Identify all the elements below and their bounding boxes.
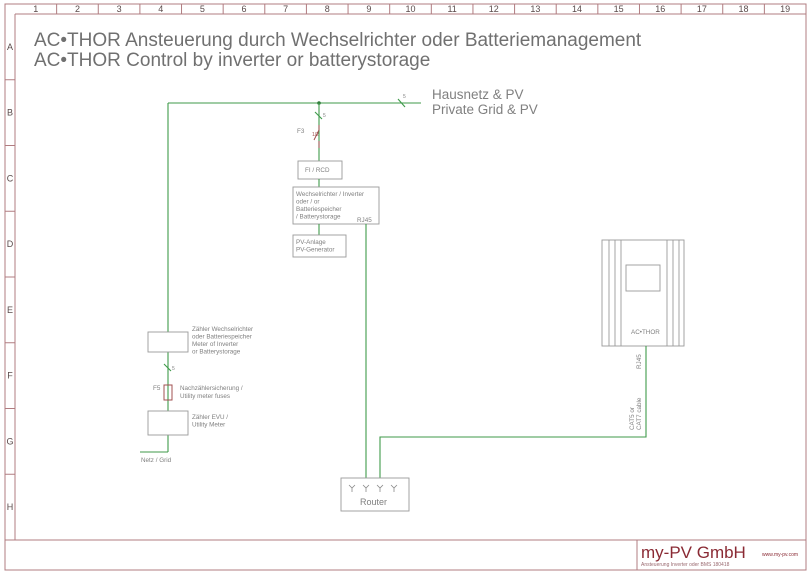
column-number: 2	[75, 4, 80, 14]
inverter-box	[292, 186, 380, 225]
bus-wire-count: 5	[403, 94, 406, 100]
router-box	[340, 477, 410, 512]
column-number: 13	[530, 4, 540, 14]
column-number: 18	[739, 4, 749, 14]
label-line: PV-Generator	[296, 247, 335, 254]
fi-rcd-label: FI / RCD	[305, 167, 330, 174]
cable-type-line-1: CAT5 or	[629, 407, 636, 430]
row-letter: F	[7, 371, 13, 381]
column-number: 17	[697, 4, 707, 14]
bus-multiwire-tick	[397, 98, 406, 108]
column-number: 16	[655, 4, 665, 14]
label-line: PV-Anlage	[296, 239, 326, 246]
acthor-label: AC•THOR	[631, 329, 660, 336]
antenna-icon	[362, 484, 370, 492]
title-line-1: AC•THOR Ansteuerung durch Wechselrichter…	[34, 30, 642, 51]
drawing-frame	[4, 3, 807, 571]
column-number: 14	[572, 4, 582, 14]
f3-pole-mark: 1/2	[312, 132, 319, 138]
label-line: Utility Meter	[192, 422, 225, 429]
inverter-meter-box	[147, 331, 189, 353]
label-line: oder Batteriespeicher	[192, 334, 252, 341]
title-line-2: AC•THOR Control by inverter or batteryst…	[34, 50, 430, 71]
pv-box	[292, 234, 347, 258]
column-number: 6	[241, 4, 246, 14]
f5-fuse-symbol	[163, 384, 173, 401]
label-line: oder / or	[296, 199, 319, 206]
meter-wire-count: 5	[172, 366, 175, 372]
utility-meter-box	[147, 410, 189, 436]
acthor-display	[625, 264, 661, 292]
row-ruler: A B C D E F G H	[5, 42, 15, 512]
acthor-ethernet-cable	[379, 346, 647, 478]
column-number: 7	[283, 4, 288, 14]
company-url: www.my-pv.com	[762, 552, 798, 558]
fuse-description: Nachzählersicherung /Utility meter fuses	[180, 385, 243, 400]
label-line: Batteriespeicher	[296, 206, 342, 213]
column-number: 11	[447, 4, 456, 14]
label-line: / Batterystorage	[296, 214, 341, 221]
column-number: 12	[489, 4, 499, 14]
acthor-device	[601, 239, 685, 347]
column-number: 10	[405, 4, 415, 14]
antenna-icon	[390, 484, 398, 492]
f3-label: F3	[297, 128, 305, 135]
row-letter: E	[7, 305, 13, 315]
fi-rcd-box	[297, 160, 343, 180]
cable-type-line-2: CAT7 cable	[636, 397, 643, 430]
label-line: Utility meter fuses	[180, 393, 230, 400]
label-line: Zähler Wechselrichter	[192, 326, 253, 333]
branch-multiwire-tick	[314, 111, 323, 120]
label-line: or Batterystorage	[192, 349, 241, 356]
row-letter: A	[7, 42, 13, 52]
row-letter: H	[7, 502, 14, 512]
document-title: Ansteuerung Inverter oder BMS 180418	[641, 562, 730, 568]
utility-meter-label: Zähler EVU /Utility Meter	[192, 414, 228, 429]
column-number: 19	[780, 4, 790, 14]
f5-label: F5	[153, 385, 161, 392]
row-letter: D	[7, 239, 14, 249]
grid-in-label: Netz / Grid	[141, 457, 172, 464]
acthor-rj45: RJ45	[636, 354, 643, 369]
company-name: my-PV GmbH	[641, 543, 746, 562]
antenna-icon	[376, 484, 384, 492]
column-number: 3	[117, 4, 122, 14]
label-line: Wechselrichter / Inverter	[296, 191, 364, 198]
column-number: 5	[200, 4, 205, 14]
router-antennas	[348, 484, 398, 492]
column-number: 4	[158, 4, 163, 14]
column-number: 1	[33, 4, 38, 14]
branch-wire-count: 5	[323, 113, 326, 119]
label-line: Zähler EVU /	[192, 414, 228, 421]
router-label: Router	[360, 497, 387, 507]
label-line: Meter of Inverter	[192, 341, 238, 348]
row-letter: B	[7, 108, 13, 118]
grid-label-de: Hausnetz & PV	[432, 87, 524, 102]
row-letter: G	[6, 436, 13, 446]
grid-label-en: Private Grid & PV	[432, 102, 538, 117]
column-number: 8	[325, 4, 330, 14]
antenna-icon	[348, 484, 356, 492]
f3-switch-arm	[313, 129, 320, 141]
column-number: 15	[614, 4, 624, 14]
inverter-rj45: RJ45	[357, 217, 372, 224]
row-letter: C	[7, 173, 14, 183]
label-line: Nachzählersicherung /	[180, 385, 243, 392]
column-number: 9	[366, 4, 371, 14]
meter-multiwire-tick	[163, 363, 172, 372]
